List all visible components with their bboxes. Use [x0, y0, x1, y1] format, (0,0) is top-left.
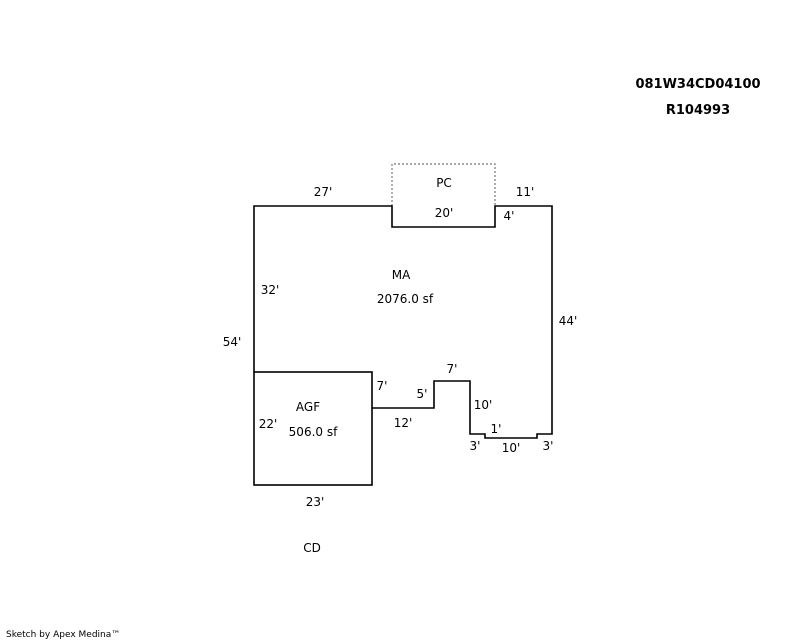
garage-label: AGF [296, 400, 320, 414]
dim-step-left: 3' [470, 439, 481, 453]
dim-porch-depth: 4' [504, 209, 515, 223]
dim-porch-width: 20' [435, 206, 454, 220]
dim-garage-side: 7' [377, 379, 388, 393]
account-id: R104993 [666, 103, 730, 118]
dim-notch-right: 10' [474, 398, 493, 412]
porch-label: PC [436, 176, 452, 190]
dim-bay-bottom: 10' [502, 441, 521, 455]
sketch-credit: Sketch by Apex Medina™ [6, 630, 120, 640]
dim-main-left-upper: 32' [261, 283, 280, 297]
dim-jog-width: 12' [394, 416, 413, 430]
main-area-size: 2076.0 sf [377, 292, 434, 306]
dim-main-top-right: 11' [516, 185, 535, 199]
dim-notch-top: 7' [447, 362, 458, 376]
dim-step-small: 1' [491, 422, 502, 436]
deck-label: CD [303, 541, 321, 555]
garage-outline [253, 371, 373, 486]
dim-main-top-left: 27' [314, 185, 333, 199]
dim-notch-side: 5' [417, 387, 428, 401]
dim-garage-left: 22' [259, 417, 278, 431]
dim-step-right: 3' [543, 439, 554, 453]
dim-main-right: 44' [559, 314, 578, 328]
porch-outline [391, 163, 496, 206]
main-area-label: MA [392, 268, 411, 282]
parcel-id: 081W34CD04100 [635, 77, 760, 92]
garage-size: 506.0 sf [289, 425, 338, 439]
main-area-outline [253, 205, 553, 439]
dim-garage-bottom: 23' [306, 495, 325, 509]
dim-overall-left: 54' [223, 335, 242, 349]
